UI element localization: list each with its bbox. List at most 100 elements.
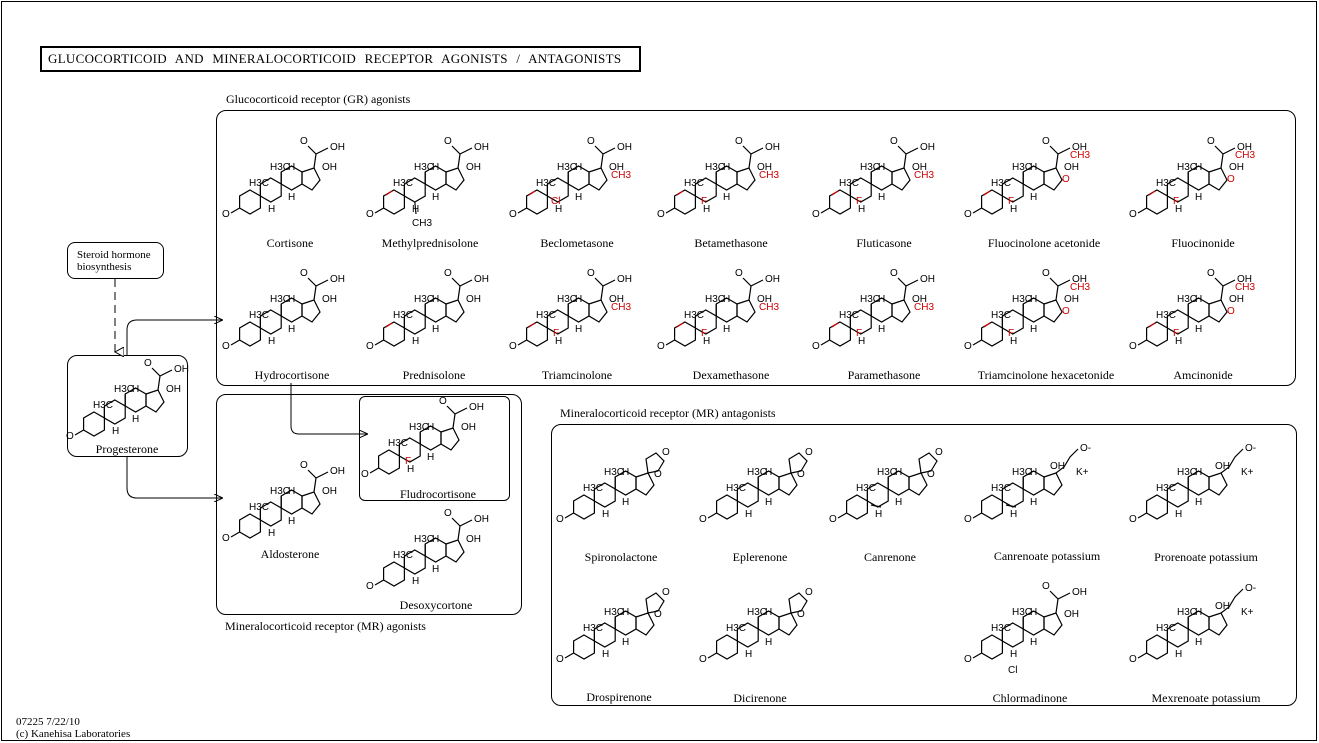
svg-text:CH3: CH3 xyxy=(914,170,934,181)
compound-label[interactable]: Dicirenone xyxy=(733,691,787,705)
compound-label[interactable]: Prorenoate potassium xyxy=(1154,550,1258,564)
svg-text:H: H xyxy=(723,162,730,173)
compound-label[interactable]: Fluticasone xyxy=(856,236,912,250)
svg-text:OH: OH xyxy=(912,162,927,173)
svg-text:H: H xyxy=(432,192,439,203)
svg-text:H: H xyxy=(745,509,752,520)
svg-text:H3C: H3C xyxy=(249,310,269,321)
svg-text:OH: OH xyxy=(474,514,489,525)
svg-text:O: O xyxy=(654,609,662,620)
progesterone-box[interactable] xyxy=(67,355,188,457)
svg-text:H: H xyxy=(427,452,434,463)
compound-label[interactable]: Triamcinolone xyxy=(541,368,613,382)
svg-text:OH: OH xyxy=(609,162,624,173)
svg-text:F: F xyxy=(701,196,707,207)
svg-text:O: O xyxy=(1042,581,1050,592)
svg-text:K+: K+ xyxy=(1076,467,1089,478)
svg-text:OH: OH xyxy=(757,294,772,305)
svg-text:O: O xyxy=(964,209,972,220)
svg-text:K+: K+ xyxy=(1241,467,1254,478)
svg-text:O: O xyxy=(366,581,374,592)
compound-label[interactable]: Paramethasone xyxy=(847,368,921,382)
svg-text:H3C: H3C xyxy=(604,607,624,618)
compound-label[interactable]: Aldosterone xyxy=(260,547,320,561)
svg-text:H3C: H3C xyxy=(856,483,876,494)
svg-text:O: O xyxy=(444,508,452,519)
svg-text:O: O xyxy=(662,447,670,458)
svg-text:O: O xyxy=(1129,654,1137,665)
compound-label[interactable]: Cortisone xyxy=(266,236,314,250)
svg-text:OH: OH xyxy=(1064,294,1079,305)
svg-text:O: O xyxy=(1207,268,1215,279)
svg-text:H: H xyxy=(703,204,710,215)
svg-text:OH: OH xyxy=(466,534,481,545)
svg-text:H: H xyxy=(288,162,295,173)
svg-text:H: H xyxy=(602,509,609,520)
compound-label[interactable]: Canrenone xyxy=(864,550,916,564)
svg-text:H: H xyxy=(427,422,434,433)
compound-label[interactable]: Spironolactone xyxy=(584,550,658,564)
svg-text:O: O xyxy=(964,654,972,665)
svg-text:O: O xyxy=(509,341,517,352)
svg-text:H3C: H3C xyxy=(747,607,767,618)
compound-label[interactable]: Triamcinolone hexacetonide xyxy=(977,368,1115,382)
compound-label[interactable]: Fluocinolone acetonide xyxy=(987,236,1101,250)
compound-label[interactable]: Mexrenoate potassium xyxy=(1151,691,1261,705)
svg-text:O: O xyxy=(797,609,805,620)
svg-text:H: H xyxy=(1030,294,1037,305)
compound-label[interactable]: Desoxycortone xyxy=(399,598,473,612)
svg-text:O: O xyxy=(654,469,662,480)
svg-text:H: H xyxy=(1195,607,1202,618)
compound-label[interactable]: Progesterone xyxy=(95,442,159,456)
svg-text:H3C: H3C xyxy=(860,162,880,173)
svg-text:H: H xyxy=(765,607,772,618)
svg-text:H: H xyxy=(132,414,139,425)
compound-label[interactable]: Chlormadinone xyxy=(992,691,1068,705)
svg-text:H: H xyxy=(622,497,629,508)
svg-text:OH: OH xyxy=(1064,609,1079,620)
svg-text:H3C: H3C xyxy=(270,162,290,173)
svg-text:O: O xyxy=(927,469,935,480)
svg-text:H3C: H3C xyxy=(536,310,556,321)
svg-text:OH: OH xyxy=(765,142,780,153)
compound-label[interactable]: Fludrocortisone xyxy=(400,487,476,501)
svg-text:H: H xyxy=(1195,467,1202,478)
pathway-link-steroid-hormone-biosynthesis[interactable]: Steroid hormone biosynthesis xyxy=(67,242,164,279)
svg-text:H3C: H3C xyxy=(557,294,577,305)
compound-label[interactable]: Betamethasone xyxy=(694,236,768,250)
svg-text:O: O xyxy=(662,587,670,598)
compound-label[interactable]: Dexamethasone xyxy=(692,368,770,382)
compound-label[interactable]: Canrenoate potassium xyxy=(993,549,1101,563)
svg-text:H: H xyxy=(723,294,730,305)
compound-label[interactable]: Amcinonide xyxy=(1173,368,1233,382)
mr-antagonists-heading: Mineralocorticoid receptor (MR) antagoni… xyxy=(560,406,776,420)
svg-text:OH: OH xyxy=(1215,461,1230,472)
svg-text:OH: OH xyxy=(617,274,632,285)
compound-label[interactable]: Methylprednisolone xyxy=(381,236,479,250)
svg-text:H3C: H3C xyxy=(991,483,1011,494)
svg-text:F: F xyxy=(553,328,559,339)
compound-label[interactable]: Hydrocortisone xyxy=(254,368,330,382)
svg-text:H3C: H3C xyxy=(536,178,556,189)
svg-text:O: O xyxy=(587,268,595,279)
gr-agonists-box xyxy=(216,110,1296,386)
svg-text:OH: OH xyxy=(1229,162,1244,173)
svg-text:H: H xyxy=(1010,649,1017,660)
compound-label[interactable]: Prednisolone xyxy=(402,368,466,382)
svg-text:H: H xyxy=(1195,162,1202,173)
compound-label[interactable]: Fluocinonide xyxy=(1171,236,1235,250)
svg-text:OH: OH xyxy=(474,142,489,153)
svg-text:O: O xyxy=(1062,174,1070,185)
compound-label[interactable]: Eplerenone xyxy=(732,550,788,564)
svg-text:H3C: H3C xyxy=(1012,162,1032,173)
svg-text:O: O xyxy=(222,533,230,544)
compound-label[interactable]: Beclometasone xyxy=(540,236,614,250)
svg-text:H: H xyxy=(288,516,295,527)
compound-label[interactable]: Drospirenone xyxy=(586,690,652,704)
